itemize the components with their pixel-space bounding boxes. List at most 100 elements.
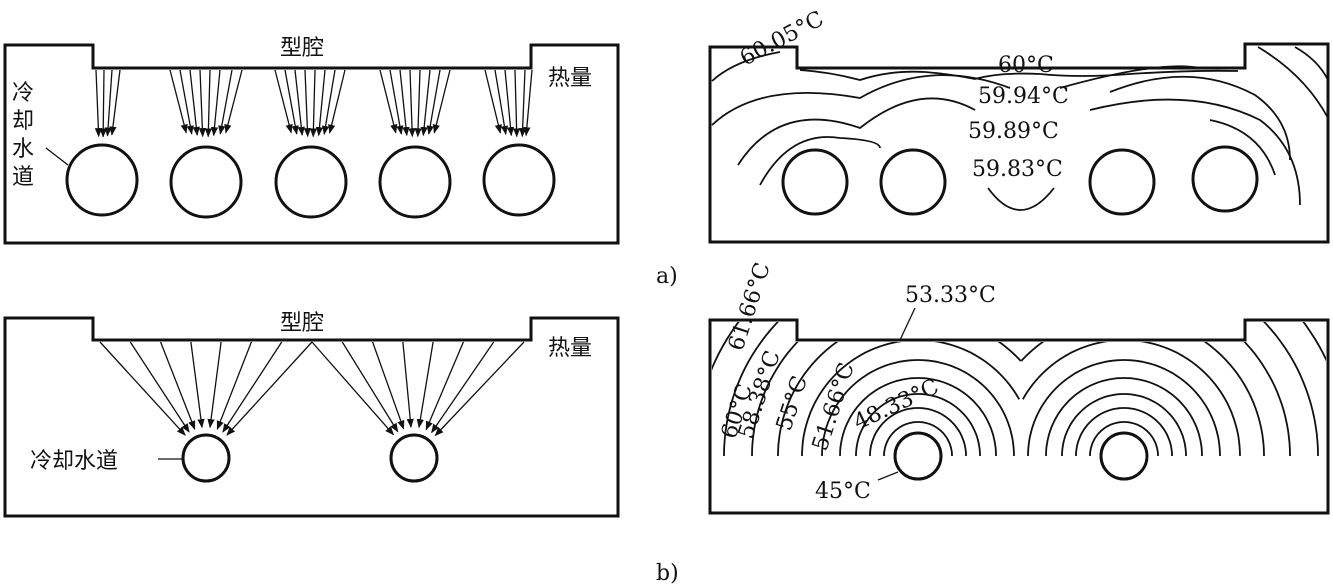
isotherm-label: 59.94°C [978, 84, 1069, 109]
isotherm-line [723, 322, 919, 457]
isotherm-label: 60.05°C [736, 7, 828, 72]
heat-flow-arrow [432, 69, 451, 134]
heat-flow-arrow [226, 341, 313, 436]
isotherm-line [711, 51, 781, 82]
heat-flow-arrow [99, 69, 107, 138]
isotherm-line [1059, 65, 1201, 89]
isotherm-line [918, 232, 1020, 256]
isotherm-label: 53.33°C [905, 283, 996, 308]
heat-flow-arrow [494, 69, 509, 135]
channel-label-char: 却 [12, 109, 34, 134]
heat-flow-arrow [218, 69, 233, 135]
heat-label: 热量 [548, 66, 592, 91]
isotherm-line [1123, 339, 1241, 457]
isotherm-line [1027, 359, 1125, 457]
isotherm-line [777, 322, 919, 457]
channel-label-char: 冷 [12, 81, 34, 106]
cooling-channels [65, 143, 556, 219]
heat-flow-arrow [425, 341, 464, 431]
isotherm-line [1124, 421, 1159, 456]
isotherm-line [1023, 262, 1124, 291]
cooling-channel [181, 433, 231, 483]
heat-flow-arrow [207, 341, 222, 429]
heat-flow-arrow [309, 69, 318, 138]
cavity-label: 型腔 [280, 311, 324, 336]
mold-outline [3, 316, 620, 518]
cooling-channel [879, 148, 947, 216]
isotherm-line [1109, 75, 1291, 161]
heat-flow-arrow [389, 69, 404, 135]
cooling-channels [181, 433, 439, 483]
heat-flow-arrow [431, 341, 495, 434]
heat-flow-arrow [402, 341, 414, 429]
cooling-channel [389, 433, 439, 483]
heat-flow-arrow [104, 69, 113, 137]
heat-flow-arrow [315, 69, 326, 137]
heat-flow-arrow [284, 69, 299, 135]
isotherm-lines [712, 232, 1326, 457]
heat-flow-arrow [224, 69, 243, 134]
heat-flow-arrow [408, 69, 416, 138]
cooling-channels [893, 431, 1149, 481]
isotherm-line [1123, 322, 1265, 457]
isotherm-line [821, 359, 919, 457]
isotherm-line [1089, 98, 1301, 206]
isotherm-line [1123, 359, 1221, 457]
channel-label-char: 道 [12, 165, 34, 190]
heat-flow-arrow [216, 341, 253, 430]
isotherm-line [1022, 339, 1125, 400]
isotherm-line [1045, 377, 1125, 457]
heat-flow-arrow [210, 69, 221, 137]
isotherm-line [799, 69, 1239, 81]
heat-flow-arrow [222, 341, 283, 433]
isotherm-line [869, 407, 918, 456]
heat-flow-arrow [341, 341, 399, 433]
isotherm-line [1257, 46, 1329, 119]
heat-flow-arrow [311, 341, 395, 436]
cooling-channel [893, 431, 943, 481]
mold-outline [3, 43, 620, 245]
heat-flow-arrow [169, 69, 188, 134]
panel-a-left-mold: 型腔 热量 冷 却 水 道 [3, 36, 620, 245]
heat-flow-arrow [484, 69, 502, 134]
cooling-channel [274, 145, 348, 219]
heat-flow-arrow [328, 69, 346, 134]
isotherm-line [737, 97, 976, 166]
isotherm-line [918, 407, 967, 456]
isotherm-line [1209, 119, 1276, 176]
panel-b-left-mold: 型腔 热量 冷却水道 [3, 311, 620, 518]
isotherm-line [1075, 407, 1124, 456]
cooling-channel [65, 143, 139, 217]
heat-flow-arrow [179, 69, 194, 135]
heat-flow-arrow [379, 69, 398, 134]
label-leader-line [899, 307, 916, 341]
heat-flow-arrow [518, 69, 527, 138]
isotherm-label: 61.66°C [724, 260, 776, 354]
channel-label-char: 水 [12, 137, 34, 162]
heat-flow-arrow [99, 341, 186, 436]
isotherm-label: 51.66°C [808, 360, 860, 454]
cooling-channels [781, 145, 1259, 216]
channel-leader-line [45, 147, 69, 166]
heat-flow-arrow [303, 69, 312, 138]
caption-a: a) [656, 264, 678, 289]
cooling-channel [378, 145, 452, 219]
heat-flow-arrow [321, 69, 336, 135]
heat-flow-arrow [129, 341, 190, 433]
heat-flow-arrow [504, 69, 515, 137]
channel-label: 冷却水道 [30, 449, 118, 474]
isotherm-line [839, 377, 919, 457]
label-leader-line [877, 471, 899, 481]
heat-flow-arrow [109, 69, 121, 136]
mold-outline [708, 42, 1330, 244]
panel-b-right-isotherms: 61.66°C 60°C 58.38°C 55°C 51.66°C 48.33°… [708, 232, 1330, 515]
isotherm-line [918, 393, 981, 456]
isotherm-line [1020, 322, 1125, 327]
isotherm-line [917, 377, 997, 457]
isotherm-lines [711, 46, 1329, 211]
heat-flow-arrow [426, 69, 441, 135]
isotherm-line [987, 187, 1055, 211]
isotherm-label: 59.83°C [972, 157, 1063, 182]
isotherm-line [1123, 322, 1319, 457]
caption-b: b) [656, 561, 679, 586]
